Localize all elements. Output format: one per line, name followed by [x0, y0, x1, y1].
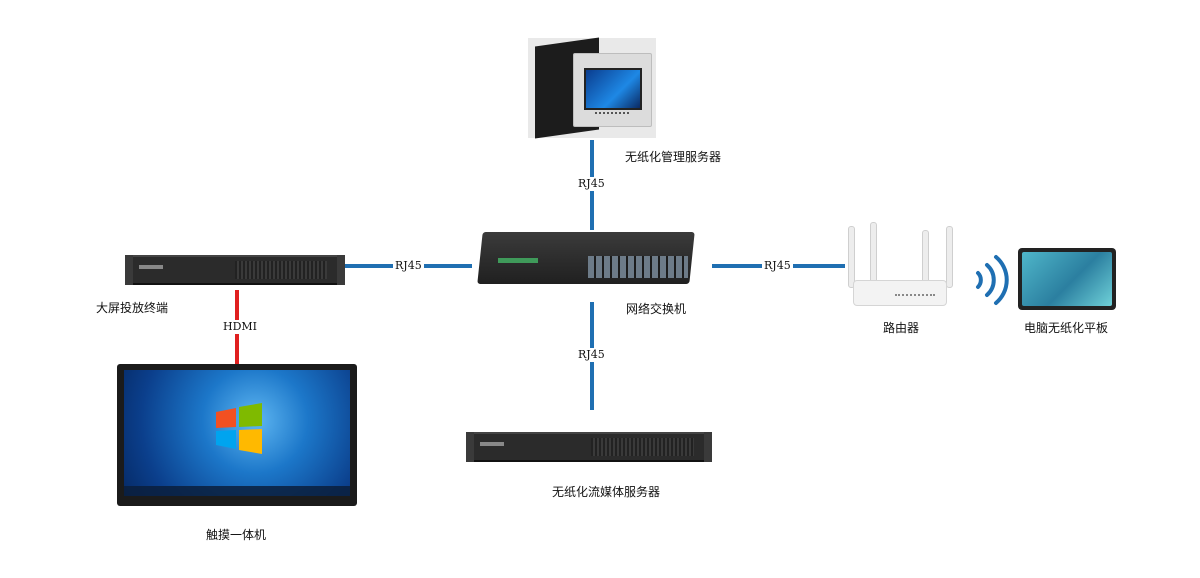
connection-label-rj45: RJ45	[762, 259, 793, 273]
touch-all-in-one-label: 触摸一体机	[206, 528, 267, 542]
paperless-tablet-label: 电脑无纸化平板	[1024, 321, 1109, 335]
connection-label-rj45: RJ45	[576, 177, 607, 191]
connection-label-hdmi: HDMI	[221, 320, 260, 334]
management-server-label: 无纸化管理服务器	[625, 150, 722, 164]
rack-server-icon	[125, 255, 345, 285]
large-screen-terminal-label: 大屏投放终端	[96, 301, 169, 315]
wifi-signal-icon	[976, 255, 1009, 305]
connection-label-rj45: RJ45	[393, 259, 424, 273]
rack-server-icon	[466, 432, 712, 462]
connection-label-rj45: RJ45	[576, 348, 607, 362]
streaming-server-label: 无纸化流媒体服务器	[552, 485, 661, 499]
network-switch-label: 网络交换机	[626, 302, 687, 316]
router-label: 路由器	[883, 321, 920, 335]
